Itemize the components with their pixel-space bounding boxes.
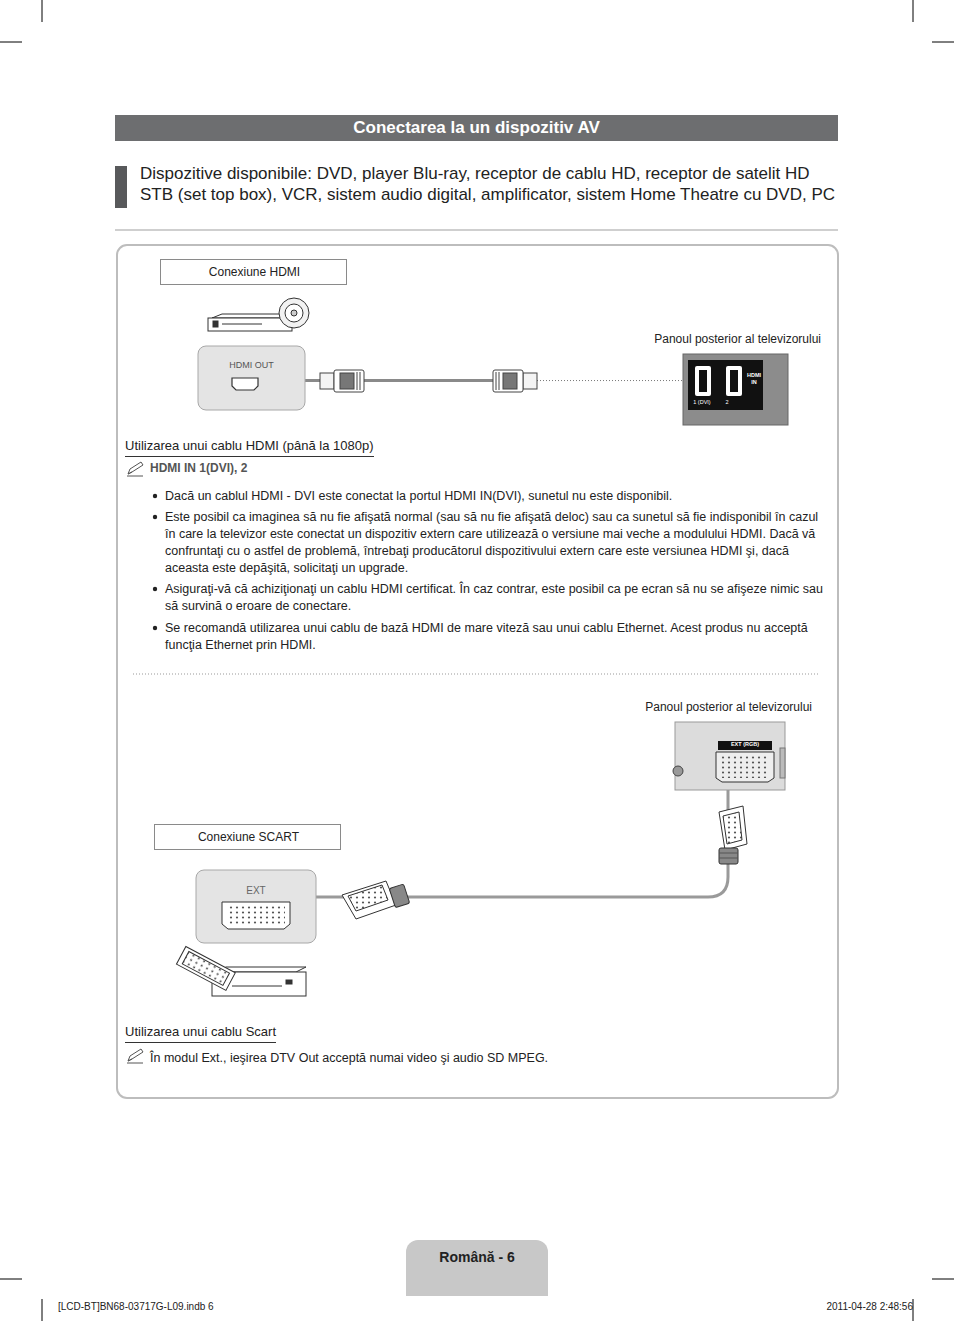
bullet-dots [153, 494, 157, 630]
content-frame [117, 245, 838, 1098]
scart-port [222, 902, 290, 929]
cable-line [316, 790, 728, 897]
node-text: HDMI IN [744, 372, 764, 386]
section-heading: Utilizarea unui cablu HDMI (până la 1080… [125, 438, 374, 457]
note-text: În modul Ext., ieşirea DTV Out acceptă n… [150, 1050, 830, 1066]
node-text: Română - 6 [406, 1248, 548, 1266]
print-footer: [LCD-BT]BN68-03717G-L09.indb 6 [58, 1300, 378, 1313]
node-text: Conexiune SCART [155, 830, 342, 846]
note-icon [127, 1049, 143, 1063]
device-panel [198, 346, 305, 410]
device-port-panel: HDMI OUT [198, 346, 305, 410]
dvd-player [208, 298, 309, 331]
title-bar [115, 115, 838, 141]
node-text: 1 (DVI) [685, 399, 719, 406]
tv-back-panel: Panoul posterior al televizoruluiHDMI IN… [683, 354, 788, 425]
device-panel [196, 870, 316, 943]
node-text: EXT (RGB) [718, 741, 772, 748]
bullet-text: Este posibil ca imaginea să nu fie afişa… [165, 509, 827, 577]
tv-scart-panel [673, 722, 785, 790]
accent-bar [115, 166, 127, 208]
cable-guide [537, 380, 683, 381]
scart-plug [719, 806, 747, 864]
node-text: 2 [720, 399, 734, 406]
section-heading: Utilizarea unui cablu Scart [125, 1024, 276, 1043]
node-text: HDMI OUT [198, 360, 305, 372]
page-title: Conectarea la un dispozitiv AV [115, 117, 838, 139]
intro-text: Dispozitive disponibile: DVD, player Blu… [140, 163, 840, 205]
note-text: HDMI IN 1(DVI), 2 [150, 461, 470, 477]
bullet-text: Asiguraţi-vă că achiziţionaţi un cablu H… [165, 581, 827, 615]
separator [133, 674, 818, 675]
connection-label: Conexiune SCART [154, 824, 341, 850]
rule [115, 229, 838, 231]
hdmi-plug [493, 370, 537, 392]
print-footer: 2011-04-28 2:48:56 [715, 1300, 913, 1313]
panel-heading: Panoul posterior al televizorului [612, 700, 812, 716]
hdmi-port [232, 378, 258, 390]
hdmi-plug [320, 370, 364, 392]
vcr-device [176, 946, 306, 996]
device-port-panel: EXT [196, 870, 316, 943]
scart-plug [342, 881, 410, 919]
note-icon [127, 462, 143, 476]
panel-heading: Panoul posterior al televizorului [621, 332, 821, 348]
node-text: Conexiune HDMI [161, 265, 348, 281]
cable [316, 790, 728, 897]
tv-hdmi-panel [683, 354, 788, 425]
connection-label: Conexiune HDMI [160, 259, 347, 285]
bullet-text: Se recomandă utilizarea unui cablu de ba… [165, 620, 827, 654]
bullet-text: Dacă un cablul HDMI - DVI este conectat … [165, 488, 827, 505]
node-text: EXT [196, 884, 316, 897]
tv-back-panel: Panoul posterior al televizoruluiEXT (RG… [675, 722, 785, 790]
page-number-tab: Română - 6 [406, 1240, 548, 1296]
